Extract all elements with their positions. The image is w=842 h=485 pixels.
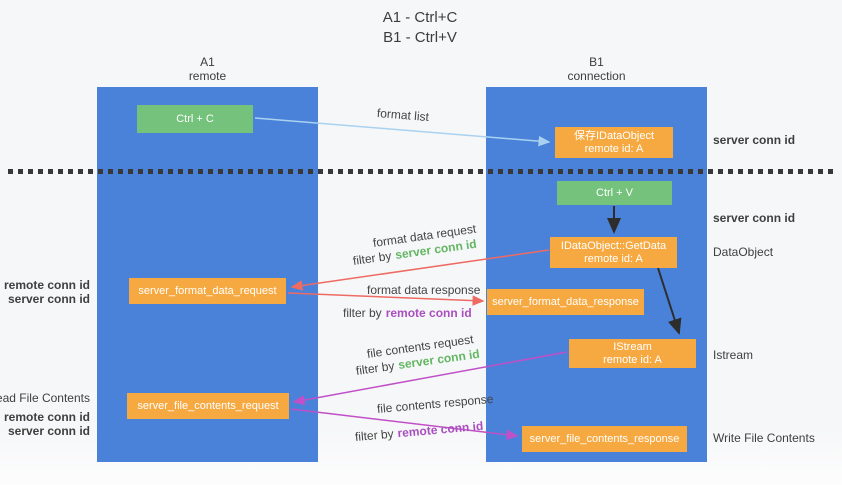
filter-by-text: filter by bbox=[352, 248, 393, 268]
session-divider-dotted-line bbox=[8, 169, 836, 174]
server-file-contents-response-box: server_file_contents_response bbox=[522, 426, 687, 452]
server-format-data-request-box: server_format_data_request bbox=[129, 278, 286, 304]
left-remote-conn-id-label-1: remote conn id bbox=[3, 278, 90, 292]
format-list-label: format list bbox=[376, 106, 430, 125]
istream-box: IStream remote id: A bbox=[569, 339, 696, 368]
lane-a-subtitle: remote bbox=[188, 69, 227, 83]
remote-conn-id-text: remote conn id bbox=[385, 306, 472, 320]
right-server-conn-id-label-2: server conn id bbox=[713, 211, 796, 225]
lane-b-subtitle: connection bbox=[567, 69, 626, 83]
title-line-1: A1 - Ctrl+C bbox=[382, 9, 458, 26]
left-server-conn-id-label-1: server conn id bbox=[7, 292, 90, 306]
title-line-2: B1 - Ctrl+V bbox=[383, 29, 457, 46]
write-file-contents-label: Write File Contents bbox=[713, 431, 815, 445]
remote-conn-id-text: remote conn id bbox=[396, 418, 484, 441]
right-server-conn-id-label-1: server conn id bbox=[713, 133, 796, 147]
lane-b-name: B1 bbox=[589, 55, 604, 69]
server-file-contents-request-label: server_file_contents_request bbox=[137, 399, 279, 412]
file-contents-response-label: file contents response bbox=[376, 391, 494, 416]
filter-by-text: filter by bbox=[355, 358, 396, 378]
lane-a-name: A1 bbox=[200, 55, 215, 69]
lane-b-header: B1 connection bbox=[486, 55, 707, 83]
istream-line1: IStream bbox=[613, 340, 652, 353]
ctrl-c-box: Ctrl + C bbox=[137, 105, 253, 133]
filter-by-text: filter by bbox=[354, 426, 395, 444]
istream-side-label: Istream bbox=[713, 348, 754, 362]
getdata-line2: remote id: A bbox=[584, 252, 643, 265]
save-idataobject-line1: 保存IDataObject bbox=[573, 129, 655, 142]
diagram-title: A1 - Ctrl+C B1 - Ctrl+V bbox=[300, 8, 540, 48]
idataobject-getdata-box: IDataObject::GetData remote id: A bbox=[550, 237, 677, 268]
getdata-line1: IDataObject::GetData bbox=[560, 239, 667, 252]
ctrl-c-label: Ctrl + C bbox=[176, 112, 214, 125]
filter-by-text: filter by bbox=[343, 306, 382, 320]
ctrl-v-label: Ctrl + V bbox=[596, 186, 633, 199]
ctrl-v-box: Ctrl + V bbox=[557, 181, 672, 205]
server-format-data-request-label: server_format_data_request bbox=[138, 284, 277, 297]
server-format-data-response-box: server_format_data_response bbox=[487, 289, 644, 315]
istream-line2: remote id: A bbox=[603, 353, 662, 366]
lane-a-header: A1 remote bbox=[97, 55, 318, 83]
server-file-contents-request-box: server_file_contents_request bbox=[127, 393, 289, 419]
save-idataobject-line2: remote id: A bbox=[584, 142, 644, 155]
save-idataobject-box: 保存IDataObject remote id: A bbox=[555, 127, 673, 158]
server-file-contents-response-label: server_file_contents_response bbox=[529, 432, 680, 445]
left-remote-conn-id-label-2: remote conn id bbox=[3, 410, 90, 424]
format-data-response-label: format data response bbox=[367, 283, 481, 297]
left-server-conn-id-label-2: server conn id bbox=[7, 424, 90, 438]
dataobject-label: DataObject bbox=[713, 245, 774, 259]
server-format-data-response-label: server_format_data_response bbox=[492, 295, 639, 308]
read-file-contents-label: Read File Contents bbox=[0, 391, 90, 405]
